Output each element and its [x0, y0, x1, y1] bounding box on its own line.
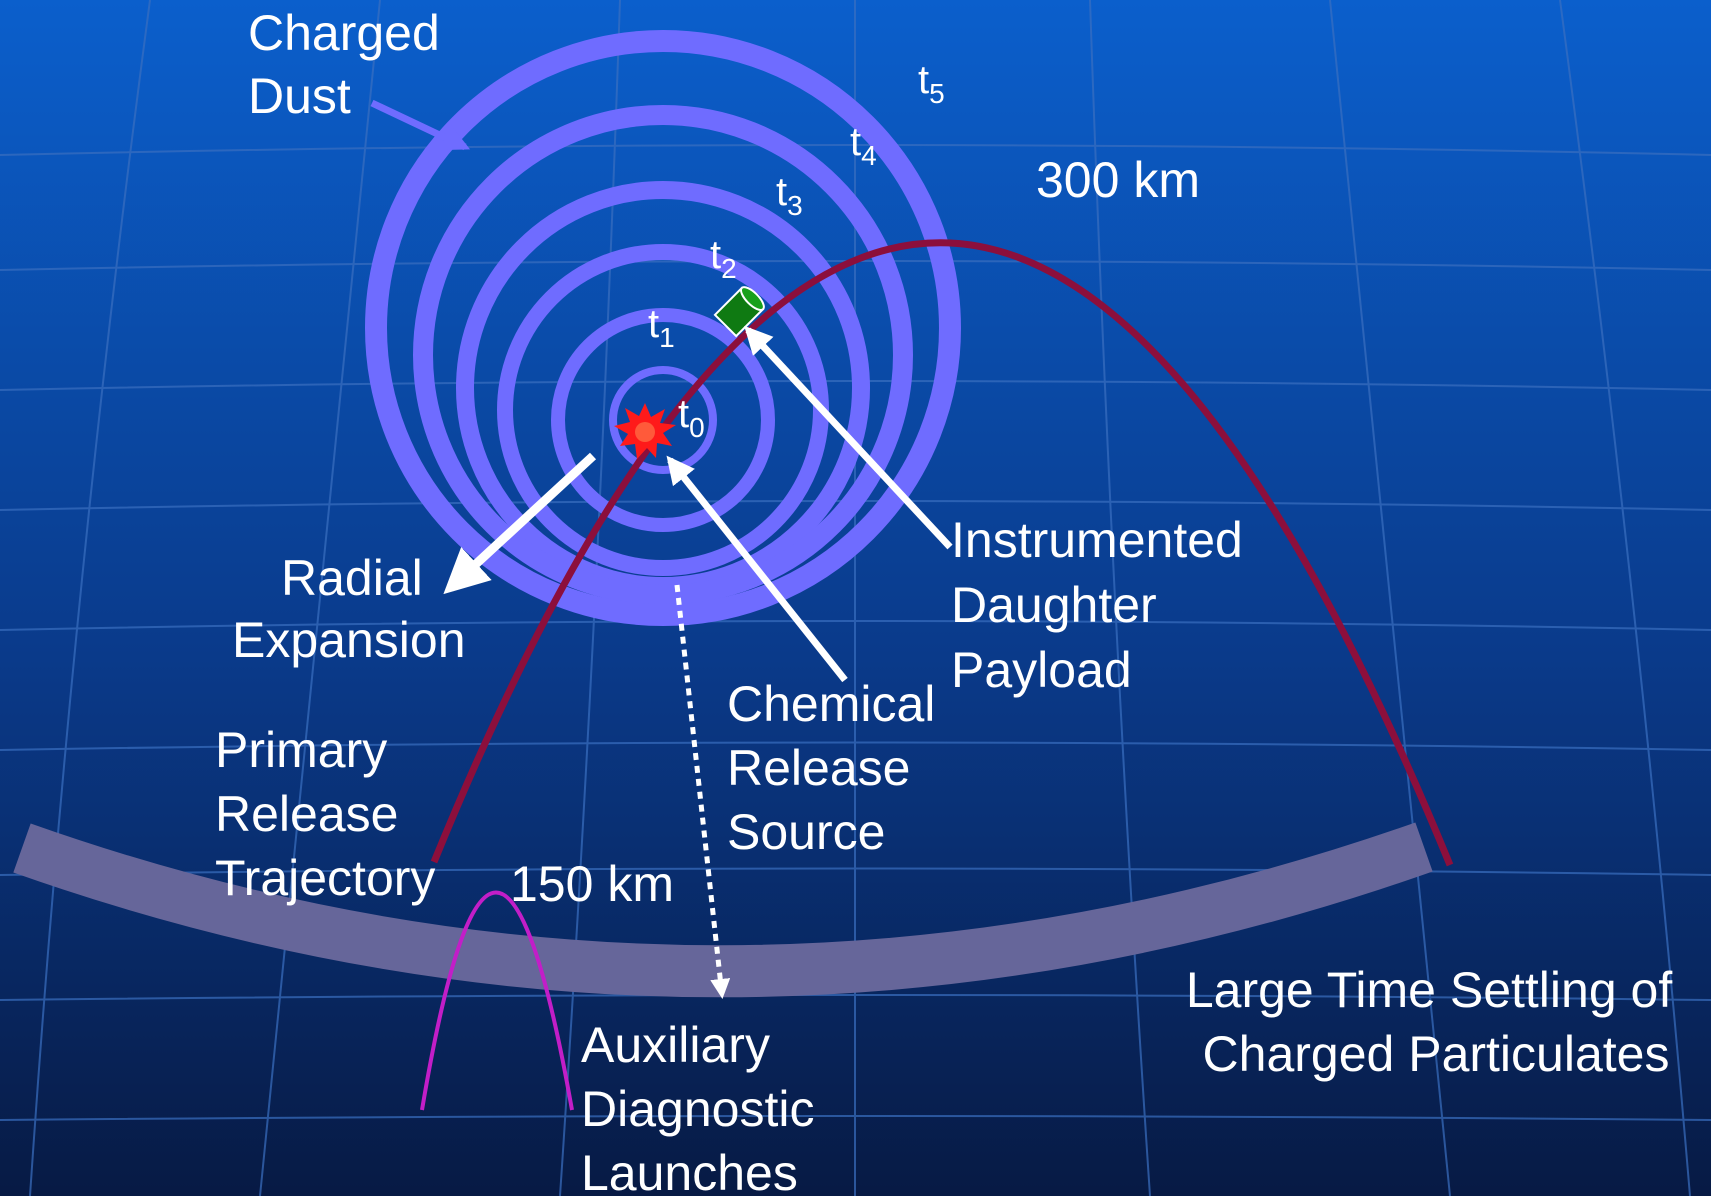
radial-expansion-label: Radial Expansion	[232, 550, 466, 668]
altitude-150-label: 150 km	[510, 856, 674, 912]
time-marker-t0: t0	[678, 392, 705, 443]
time-marker-t4: t4	[850, 120, 877, 171]
auxiliary-trajectory	[420, 890, 574, 1111]
dust-ring-t1	[551, 308, 775, 532]
instrumented-payload-label: Instrumented Daughter Payload	[951, 512, 1257, 698]
time-markers: t0 t1 t2 t3 t4 t5	[648, 58, 945, 443]
radial-expansion-arrow	[443, 452, 597, 595]
chemical-release-label: Chemical Release Source	[727, 676, 949, 860]
cylinder-payload-icon	[713, 286, 765, 338]
dust-ring-t4	[413, 105, 913, 605]
settling-label: Large Time Settling of Charged Particula…	[1186, 962, 1686, 1082]
time-marker-t2: t2	[710, 233, 737, 284]
chemical-release-arrow	[666, 455, 848, 683]
settling-arrow	[674, 584, 731, 999]
time-marker-t5: t5	[918, 58, 945, 109]
altitude-300-label: 300 km	[1036, 152, 1200, 208]
dust-ring-t0	[609, 366, 717, 474]
auxiliary-launches-label: Auxiliary Diagnostic Launches	[581, 1017, 828, 1196]
primary-trajectory-label: Primary Release Trajectory	[215, 722, 435, 906]
primary-trajectory	[430, 239, 1454, 867]
charged-dust-label: Charged Dust	[248, 5, 454, 124]
altitude-band	[13, 822, 1433, 998]
time-marker-t3: t3	[776, 170, 803, 221]
charged-dust-arrow	[370, 99, 471, 151]
time-marker-t1: t1	[648, 302, 675, 353]
dust-ring-t5	[365, 30, 961, 626]
payload-arrow	[744, 325, 953, 550]
starburst-explosion-icon	[614, 403, 676, 459]
